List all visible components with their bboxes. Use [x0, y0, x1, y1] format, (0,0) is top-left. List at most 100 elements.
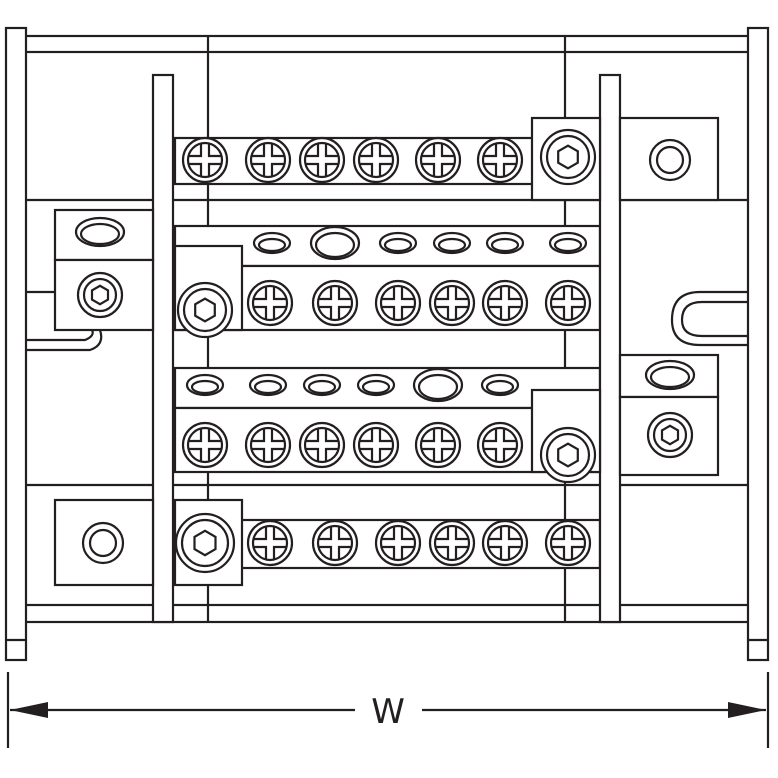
round-screw-icon: [648, 138, 692, 182]
screw-cross: [483, 428, 517, 462]
phillips-screw-icon: [544, 279, 592, 327]
socket-rim: [545, 134, 591, 180]
screw-head: [414, 421, 462, 469]
screw-head: [246, 519, 294, 567]
phillips-screw-icon: [352, 136, 400, 184]
screw-rim: [486, 284, 524, 322]
socket-outer: [539, 128, 597, 186]
screw-head: [311, 279, 359, 327]
screw-head: [374, 519, 422, 567]
screw-rim: [419, 426, 457, 464]
screw-cross: [359, 428, 393, 462]
hole-inner: [257, 237, 287, 253]
hole-outer: [480, 373, 520, 397]
hole-inner: [485, 379, 515, 395]
screw-rim: [249, 141, 287, 179]
screw-rim: [186, 426, 224, 464]
screw-cross: [188, 428, 222, 462]
phillips-screw-icon: [428, 279, 476, 327]
phillips-screw-icon: [298, 136, 346, 184]
screw-head: [414, 136, 462, 184]
screw-head: [476, 421, 524, 469]
hex-socket-screw-icon: [646, 411, 694, 459]
hex-socket-screw-icon: [539, 426, 597, 484]
hex-recess: [660, 424, 680, 446]
hole-icon: [74, 216, 126, 248]
screw-rim: [379, 284, 417, 322]
screw-head: [481, 519, 529, 567]
screw-head: [181, 136, 229, 184]
hole-outer: [302, 373, 342, 397]
hole-icon: [644, 359, 696, 391]
hole-outer: [378, 231, 418, 255]
phillips-screw-icon: [246, 519, 294, 567]
hole-outer: [548, 231, 588, 255]
screw-cross: [305, 428, 339, 462]
screw-rim: [316, 284, 354, 322]
screw-cross: [359, 143, 393, 177]
hole-outer: [644, 359, 696, 391]
phillips-screw-icon: [298, 421, 346, 469]
round-screw-icon: [81, 521, 125, 565]
phillips-screw-icon: [244, 136, 292, 184]
hex-socket-screw-icon: [174, 512, 236, 574]
screw-rim: [433, 524, 471, 562]
screw-rim: [251, 524, 289, 562]
right-vertical-plate: [598, 73, 622, 624]
socket-rim: [545, 432, 591, 478]
left-vertical-plate: [151, 73, 175, 624]
hole-icon: [356, 373, 396, 397]
hole-inner: [417, 373, 459, 401]
screw-rim: [186, 141, 224, 179]
phillips-screw-icon: [181, 136, 229, 184]
screw-rim: [481, 426, 519, 464]
hole-inner: [307, 379, 337, 395]
screw-cross: [421, 428, 455, 462]
screw-rim: [316, 524, 354, 562]
hole-inner: [437, 237, 467, 253]
screw-cross: [381, 526, 415, 560]
hex-socket-screw-icon: [176, 281, 234, 339]
vertical-plates: [151, 73, 622, 624]
phillips-screw-icon: [244, 421, 292, 469]
hole-icon: [432, 231, 472, 255]
right-end-plate: [746, 26, 770, 662]
socket-outer: [539, 426, 597, 484]
screw-cross: [488, 526, 522, 560]
socket-outer: [176, 281, 234, 339]
dimension-w: W: [6, 672, 770, 748]
phillips-screw-icon: [311, 519, 359, 567]
hex-recess: [557, 144, 579, 170]
frame: [4, 26, 770, 662]
screw-cross: [381, 286, 415, 320]
screw-inner: [88, 528, 118, 558]
hex-socket-screw-icon: [539, 128, 597, 186]
screw-rim: [419, 141, 457, 179]
dimension-label: W: [371, 692, 405, 732]
phillips-screw-icon: [311, 279, 359, 327]
screw-cross: [551, 286, 585, 320]
screw-cross: [251, 143, 285, 177]
hole-outer: [185, 373, 225, 397]
screw-rim: [249, 426, 287, 464]
screw-cross: [253, 286, 287, 320]
screw-cross: [188, 143, 222, 177]
socket-rim: [180, 518, 230, 568]
screw-inner: [655, 145, 685, 175]
screw-head: [476, 136, 524, 184]
screw-rim: [549, 284, 587, 322]
hole-inner: [383, 237, 413, 253]
screw-head: [311, 519, 359, 567]
screw-head: [244, 136, 292, 184]
screw-rim: [486, 524, 524, 562]
screw-cross: [318, 526, 352, 560]
screw-rim: [549, 524, 587, 562]
screw-cross: [435, 286, 469, 320]
phillips-screw-icon: [246, 279, 294, 327]
right-wire: [670, 290, 748, 347]
hex-recess: [90, 284, 110, 306]
phillips-screw-icon: [428, 519, 476, 567]
screw-head: [428, 279, 476, 327]
screw-head: [374, 279, 422, 327]
